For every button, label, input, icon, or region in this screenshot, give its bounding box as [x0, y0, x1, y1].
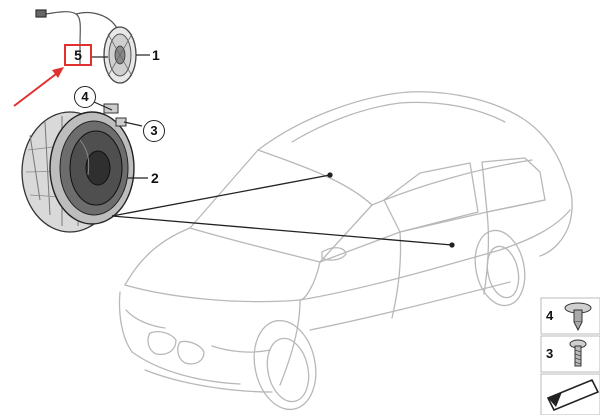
legend-item-4-label: 4 — [546, 308, 554, 323]
legend-panel — [540, 297, 600, 415]
callout-5-box: 5 — [64, 44, 92, 66]
direction-arrow-icon — [546, 378, 600, 412]
callout-1-label: 1 — [152, 47, 160, 63]
screw-icon — [569, 339, 587, 367]
speaker-woofer-2 — [21, 103, 148, 233]
speaker-small-1 — [103, 26, 150, 84]
callout-3-circle: 3 — [143, 120, 165, 142]
callout-4-label: 4 — [81, 89, 89, 104]
callout-2-label: 2 — [151, 170, 159, 186]
clip-icon — [564, 302, 592, 332]
location-leaders — [111, 172, 455, 248]
callout-5-label: 5 — [74, 47, 82, 63]
callout-leaders — [92, 56, 143, 127]
legend-item-3-label: 3 — [546, 346, 554, 361]
callout-4-circle: 4 — [74, 86, 96, 108]
highlight-arrow — [13, 67, 64, 107]
speaker-wire-5 — [35, 9, 119, 64]
callout-3-label: 3 — [150, 123, 158, 138]
car-outline — [118, 91, 573, 411]
